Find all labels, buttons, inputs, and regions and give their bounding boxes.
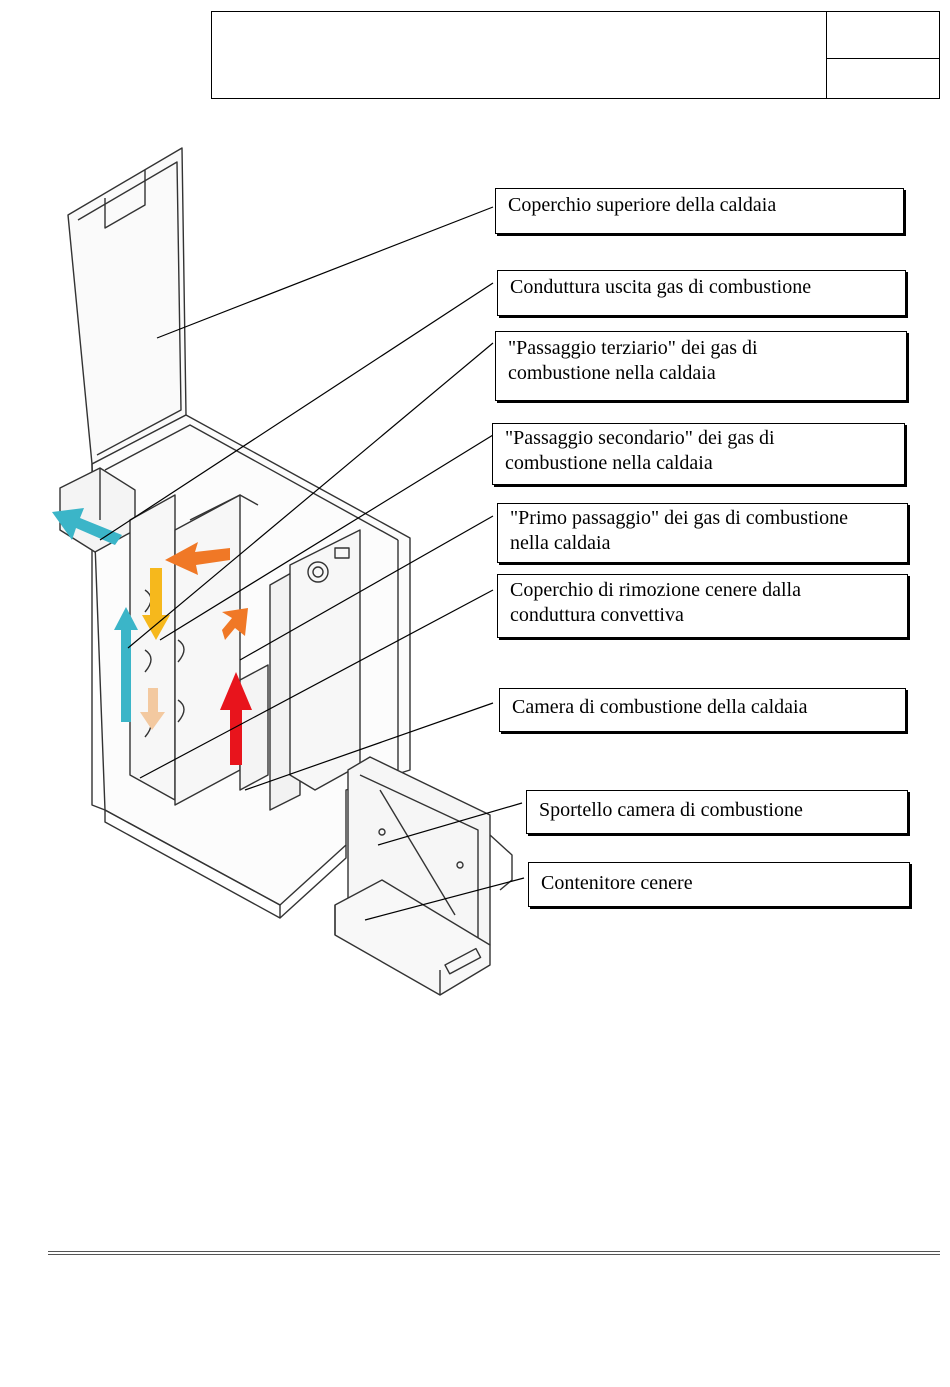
first-pass-arrow bbox=[220, 672, 252, 765]
callout-line: Camera di combustione della caldaia bbox=[512, 696, 808, 718]
callout-line: Contenitore cenere bbox=[541, 872, 693, 894]
callout-line: "Passaggio terziario" dei gas di bbox=[508, 337, 758, 359]
callout-line: "Primo passaggio" dei gas di combustione bbox=[510, 507, 848, 529]
callout-line: Coperchio superiore della caldaia bbox=[508, 194, 777, 216]
leader-lines bbox=[99, 206, 525, 921]
header-page-divider bbox=[827, 58, 939, 59]
boiler-illustration bbox=[52, 147, 525, 996]
callout-sportello: Sportello camera di combustione bbox=[526, 790, 908, 834]
ash-drawer-drawing bbox=[334, 879, 491, 996]
callout-coperchio-rimozione: Coperchio di rimozione cenere dalla cond… bbox=[497, 574, 908, 638]
callout-line: conduttura convettiva bbox=[510, 604, 684, 626]
callout-condottura-uscita: Conduttura uscita gas di combustione bbox=[497, 270, 906, 316]
third-pass-arrow bbox=[142, 568, 170, 640]
second-pass-arrow bbox=[222, 608, 248, 640]
exhaust-up-arrow bbox=[114, 607, 138, 722]
callout-line: nella caldaia bbox=[510, 532, 611, 554]
header-page-box bbox=[826, 12, 939, 98]
callout-line: Sportello camera di combustione bbox=[539, 799, 803, 821]
callout-line: "Passaggio secondario" dei gas di bbox=[505, 427, 775, 449]
header-frame bbox=[211, 11, 940, 99]
second-pass-turn-arrow bbox=[165, 542, 230, 575]
callout-line: combustione nella caldaia bbox=[505, 452, 713, 474]
callout-coperchio-superiore: Coperchio superiore della caldaia bbox=[495, 188, 904, 234]
callout-contenitore: Contenitore cenere bbox=[528, 862, 910, 907]
callout-camera-combustione: Camera di combustione della caldaia bbox=[499, 688, 906, 732]
callout-line: Conduttura uscita gas di combustione bbox=[510, 276, 812, 298]
callout-passaggio-terziario: "Passaggio terziario" dei gas di combust… bbox=[495, 331, 907, 401]
callout-line: Coperchio di rimozione cenere dalla bbox=[510, 579, 801, 601]
gas-flow-arrows bbox=[52, 508, 252, 765]
footer-rule bbox=[48, 1251, 940, 1255]
callout-primo-passaggio: "Primo passaggio" dei gas di combustione… bbox=[497, 503, 908, 563]
top-lid-drawing bbox=[67, 147, 187, 465]
callout-line: combustione nella caldaia bbox=[508, 362, 716, 384]
combustion-chamber-drawing bbox=[239, 529, 361, 811]
ash-pass-arrow bbox=[140, 688, 165, 730]
exhaust-out-arrow bbox=[52, 508, 122, 545]
callout-passaggio-secondario: "Passaggio secondario" dei gas di combus… bbox=[492, 423, 905, 485]
